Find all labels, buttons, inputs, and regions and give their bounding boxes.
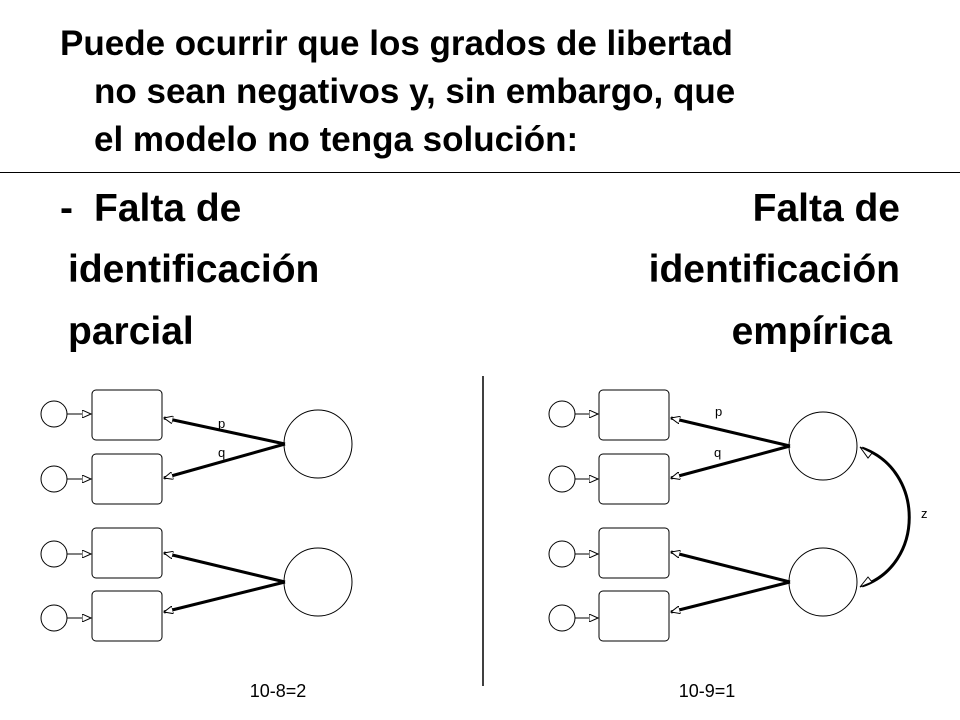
loading-arrow-3	[671, 552, 791, 584]
error-circle-3	[40, 540, 68, 568]
error-circle-2	[40, 465, 68, 493]
heading-divider	[0, 172, 960, 173]
indicator-box-4	[91, 590, 163, 642]
error-circle-4	[548, 604, 576, 632]
indicator-box-2	[91, 453, 163, 505]
heading-line-1: Puede ocurrir que los grados de libertad	[60, 24, 733, 63]
indicator-box-1	[91, 389, 163, 441]
loading-arrow-q	[671, 444, 791, 478]
label-z: z	[921, 506, 928, 521]
error-circle-1	[40, 400, 68, 428]
indicator-box-4	[598, 590, 670, 642]
latent-factor-2	[788, 547, 858, 617]
label-p-right: p	[715, 404, 722, 419]
loading-arrow-3	[164, 553, 286, 584]
indicator-box-2	[598, 453, 670, 505]
bullet-dash: -	[60, 187, 73, 230]
indicator-box-3	[598, 527, 670, 579]
heading-line-2: no sean negativos y, sin embargo, que	[94, 72, 736, 111]
left-caption: 10-8=2	[250, 681, 307, 701]
left-diagram: p q 10-8=2	[40, 389, 353, 701]
left-case-line-2: identificación	[68, 248, 320, 291]
heading-line-3: el modelo no tenga solución:	[94, 120, 579, 159]
loading-arrow-q	[164, 442, 286, 478]
right-case-line-3: empírica	[731, 310, 892, 353]
right-case-line-1: Falta de	[752, 187, 900, 230]
loading-arrow-p	[671, 418, 791, 448]
label-p-left: p	[218, 416, 225, 431]
slide-heading: Puede ocurrir que los grados de libertad…	[60, 20, 940, 164]
label-q-left: q	[218, 445, 225, 460]
error-circle-1	[548, 400, 576, 428]
right-case-line-2: identificación	[648, 248, 900, 291]
left-case-line-3: parcial	[68, 310, 194, 353]
error-circle-2	[548, 465, 576, 493]
right-caption: 10-9=1	[679, 681, 736, 701]
covariance-arrowhead-top	[859, 446, 873, 459]
right-diagram: p q z 10-9=1	[548, 389, 928, 701]
latent-factor-2	[283, 547, 353, 617]
latent-factor-1	[788, 411, 858, 481]
left-case-line-1: Falta de	[94, 187, 242, 230]
loading-arrow-4	[671, 580, 791, 612]
covariance-arrowhead-bottom	[859, 576, 873, 588]
covariance-curve	[861, 446, 911, 588]
label-q-right: q	[714, 445, 721, 460]
loading-arrow-4	[164, 580, 286, 612]
indicator-box-3	[91, 527, 163, 579]
error-circle-4	[40, 604, 68, 632]
latent-factor-1	[283, 409, 353, 479]
loading-arrow-p	[164, 418, 286, 446]
error-circle-3	[548, 540, 576, 568]
indicator-box-1	[598, 389, 670, 441]
